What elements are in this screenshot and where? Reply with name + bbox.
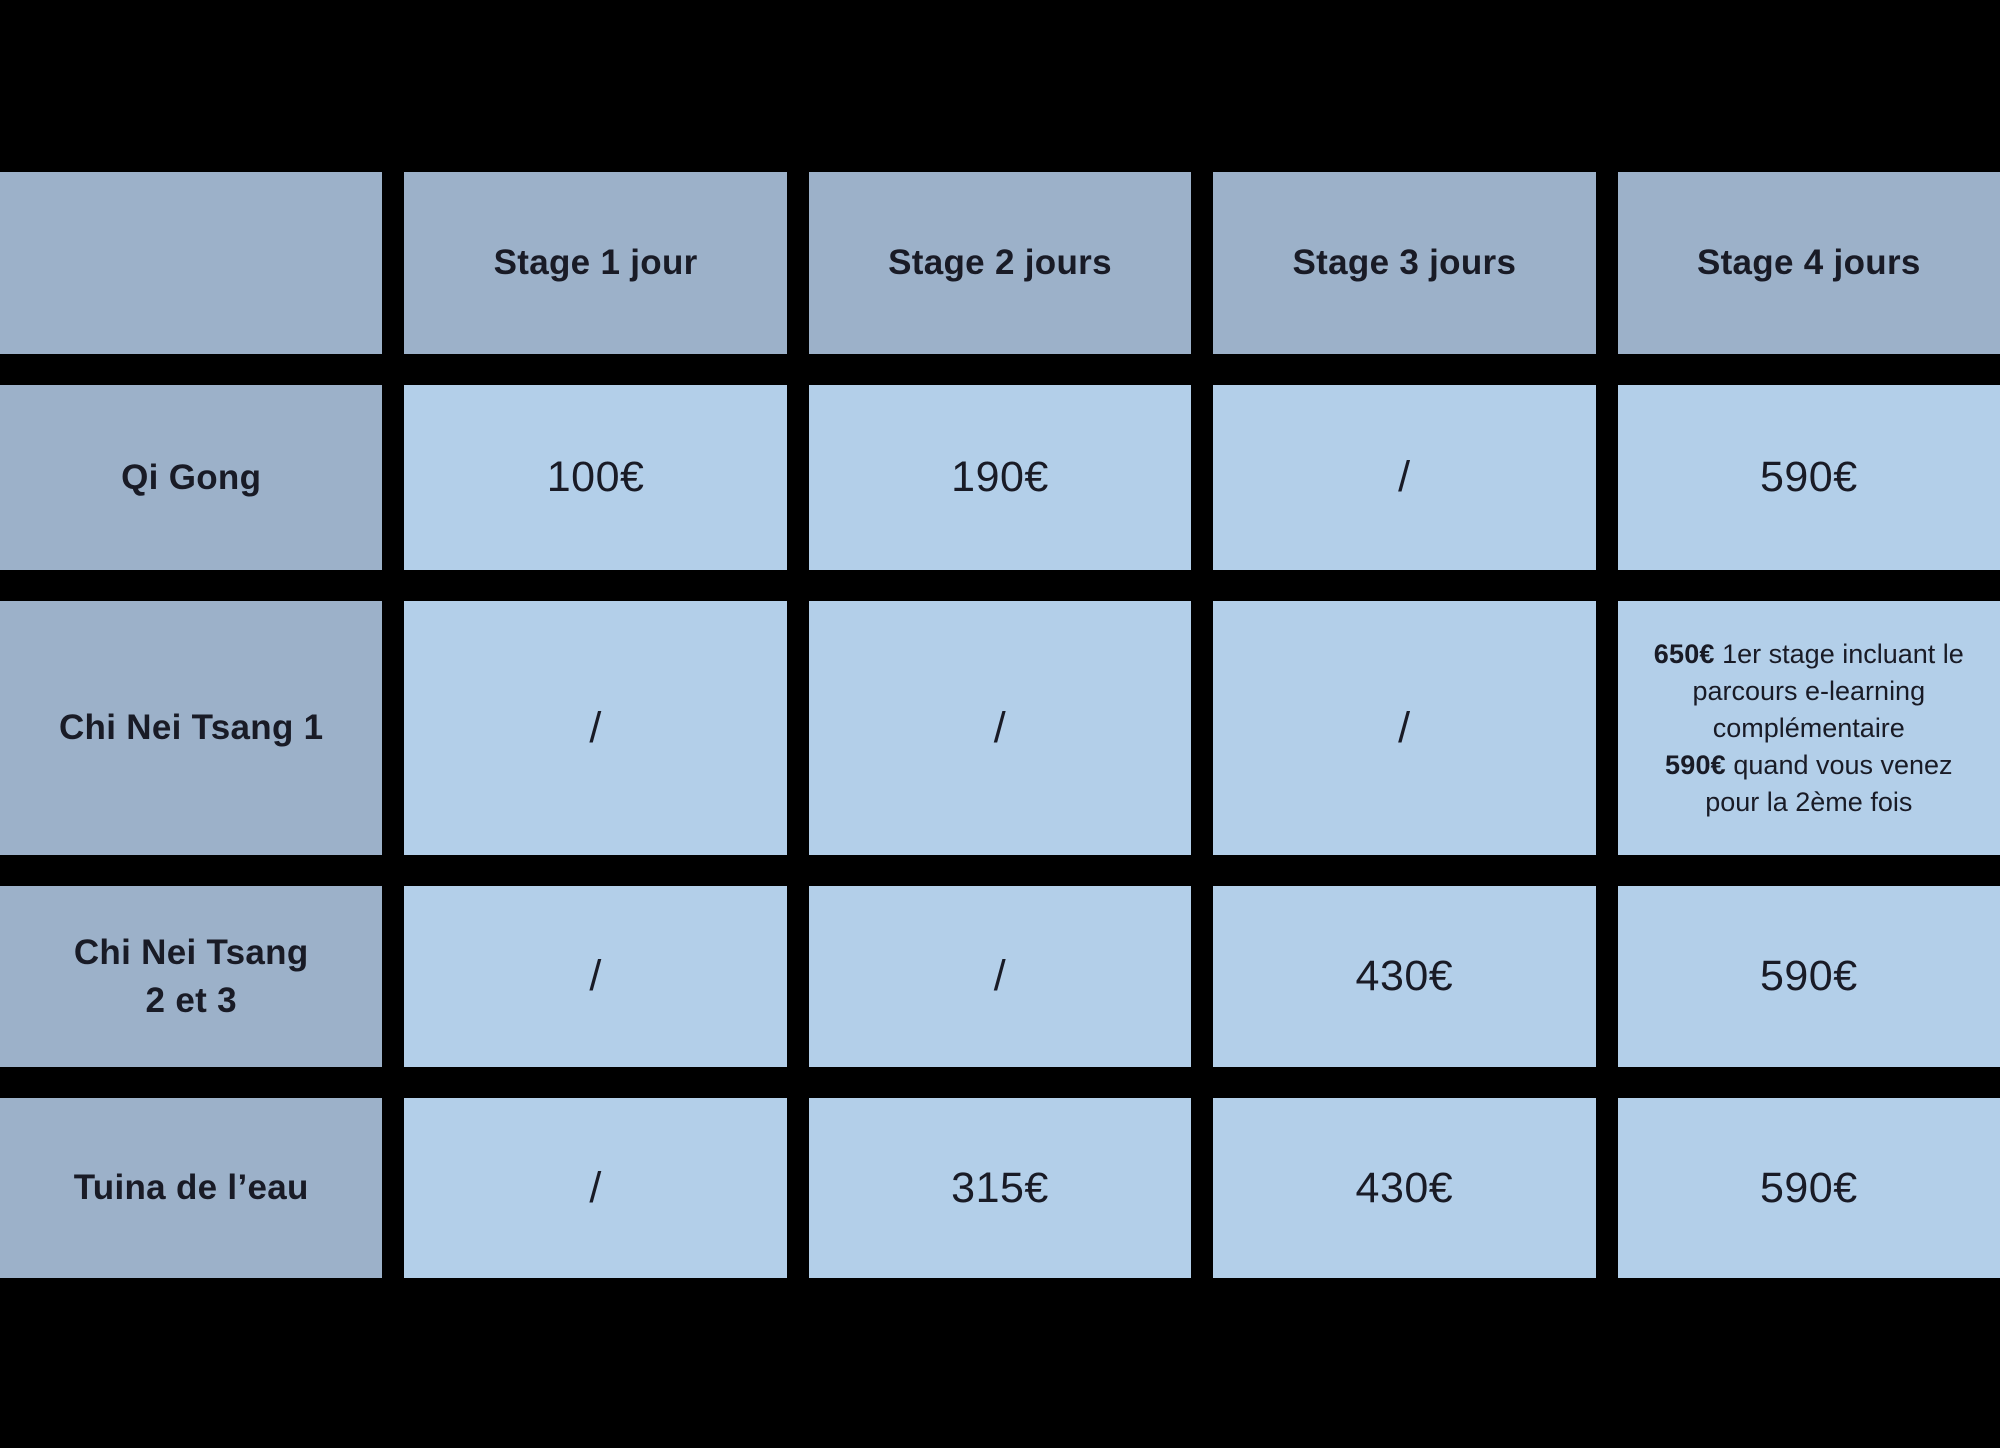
row-label: Chi Nei Tsang 2 et 3: [0, 886, 383, 1067]
price-cell: 590€: [1617, 886, 2000, 1067]
price-text: /: [1398, 453, 1411, 501]
price-cell: 100€: [404, 385, 787, 570]
header-cell: Stage 4 jours: [1617, 172, 2000, 354]
price-cell: 590€: [1617, 385, 2000, 570]
header-label: Stage 1 jour: [493, 243, 698, 282]
row-label: Chi Nei Tsang 1: [0, 601, 383, 855]
price-cell: 430€: [1213, 1098, 1596, 1278]
price-text: 590€: [1759, 1163, 1858, 1212]
price-cell-empty: /: [404, 601, 787, 855]
row-label: Qi Gong: [0, 385, 383, 570]
price-amount: 650€: [1653, 638, 1715, 669]
price-text: 430€: [1355, 952, 1454, 1000]
price-text: /: [589, 703, 602, 752]
price-text: /: [589, 1163, 602, 1212]
header-label: Stage 2 jours: [888, 243, 1112, 282]
price-cell-empty: /: [1213, 385, 1596, 570]
row-label: Tuina de l’eau: [0, 1098, 383, 1278]
price-text: 590€: [1759, 453, 1858, 501]
price-cell-detailed: 650€ 1er stage incluant le parcours e-le…: [1617, 601, 2000, 855]
header-cell: Stage 3 jours: [1213, 172, 1596, 354]
corner-cell: [0, 172, 383, 354]
header-label: Stage 4 jours: [1696, 243, 1921, 282]
price-condition: 1er stage incluant le parcours e-learnin…: [1692, 638, 1964, 743]
price-cell-empty: /: [808, 601, 1192, 855]
price-text: /: [589, 952, 602, 1000]
price-text: 315€: [951, 1163, 1049, 1212]
price-cell-empty: /: [1213, 601, 1596, 855]
price-condition: quand vous venez pour la 2ème fois: [1705, 749, 1953, 817]
price-cell: 430€: [1213, 886, 1596, 1067]
price-amount: 590€: [1665, 749, 1726, 780]
price-cell-empty: /: [404, 1098, 787, 1278]
price-text: /: [1398, 703, 1411, 752]
price-cell: 190€: [808, 385, 1192, 570]
price-text: 430€: [1355, 1163, 1454, 1212]
price-cell: 590€: [1617, 1098, 2000, 1278]
price-detail-text: 650€ 1er stage incluant le parcours e-le…: [1644, 636, 1974, 821]
header-cell: Stage 2 jours: [808, 172, 1192, 354]
header-cell: Stage 1 jour: [404, 172, 787, 354]
header-label: Stage 3 jours: [1292, 243, 1517, 282]
price-text: /: [993, 703, 1007, 752]
price-cell-empty: /: [404, 886, 787, 1067]
price-cell: 315€: [808, 1098, 1192, 1278]
price-text: 590€: [1759, 952, 1858, 1000]
price-text: /: [993, 952, 1007, 1000]
price-text: 100€: [546, 453, 645, 501]
price-text: 190€: [951, 453, 1049, 501]
pricing-table: Stage 1 jour Stage 2 jours Stage 3 jours St…: [0, 172, 2000, 1278]
price-cell-empty: /: [808, 886, 1192, 1067]
